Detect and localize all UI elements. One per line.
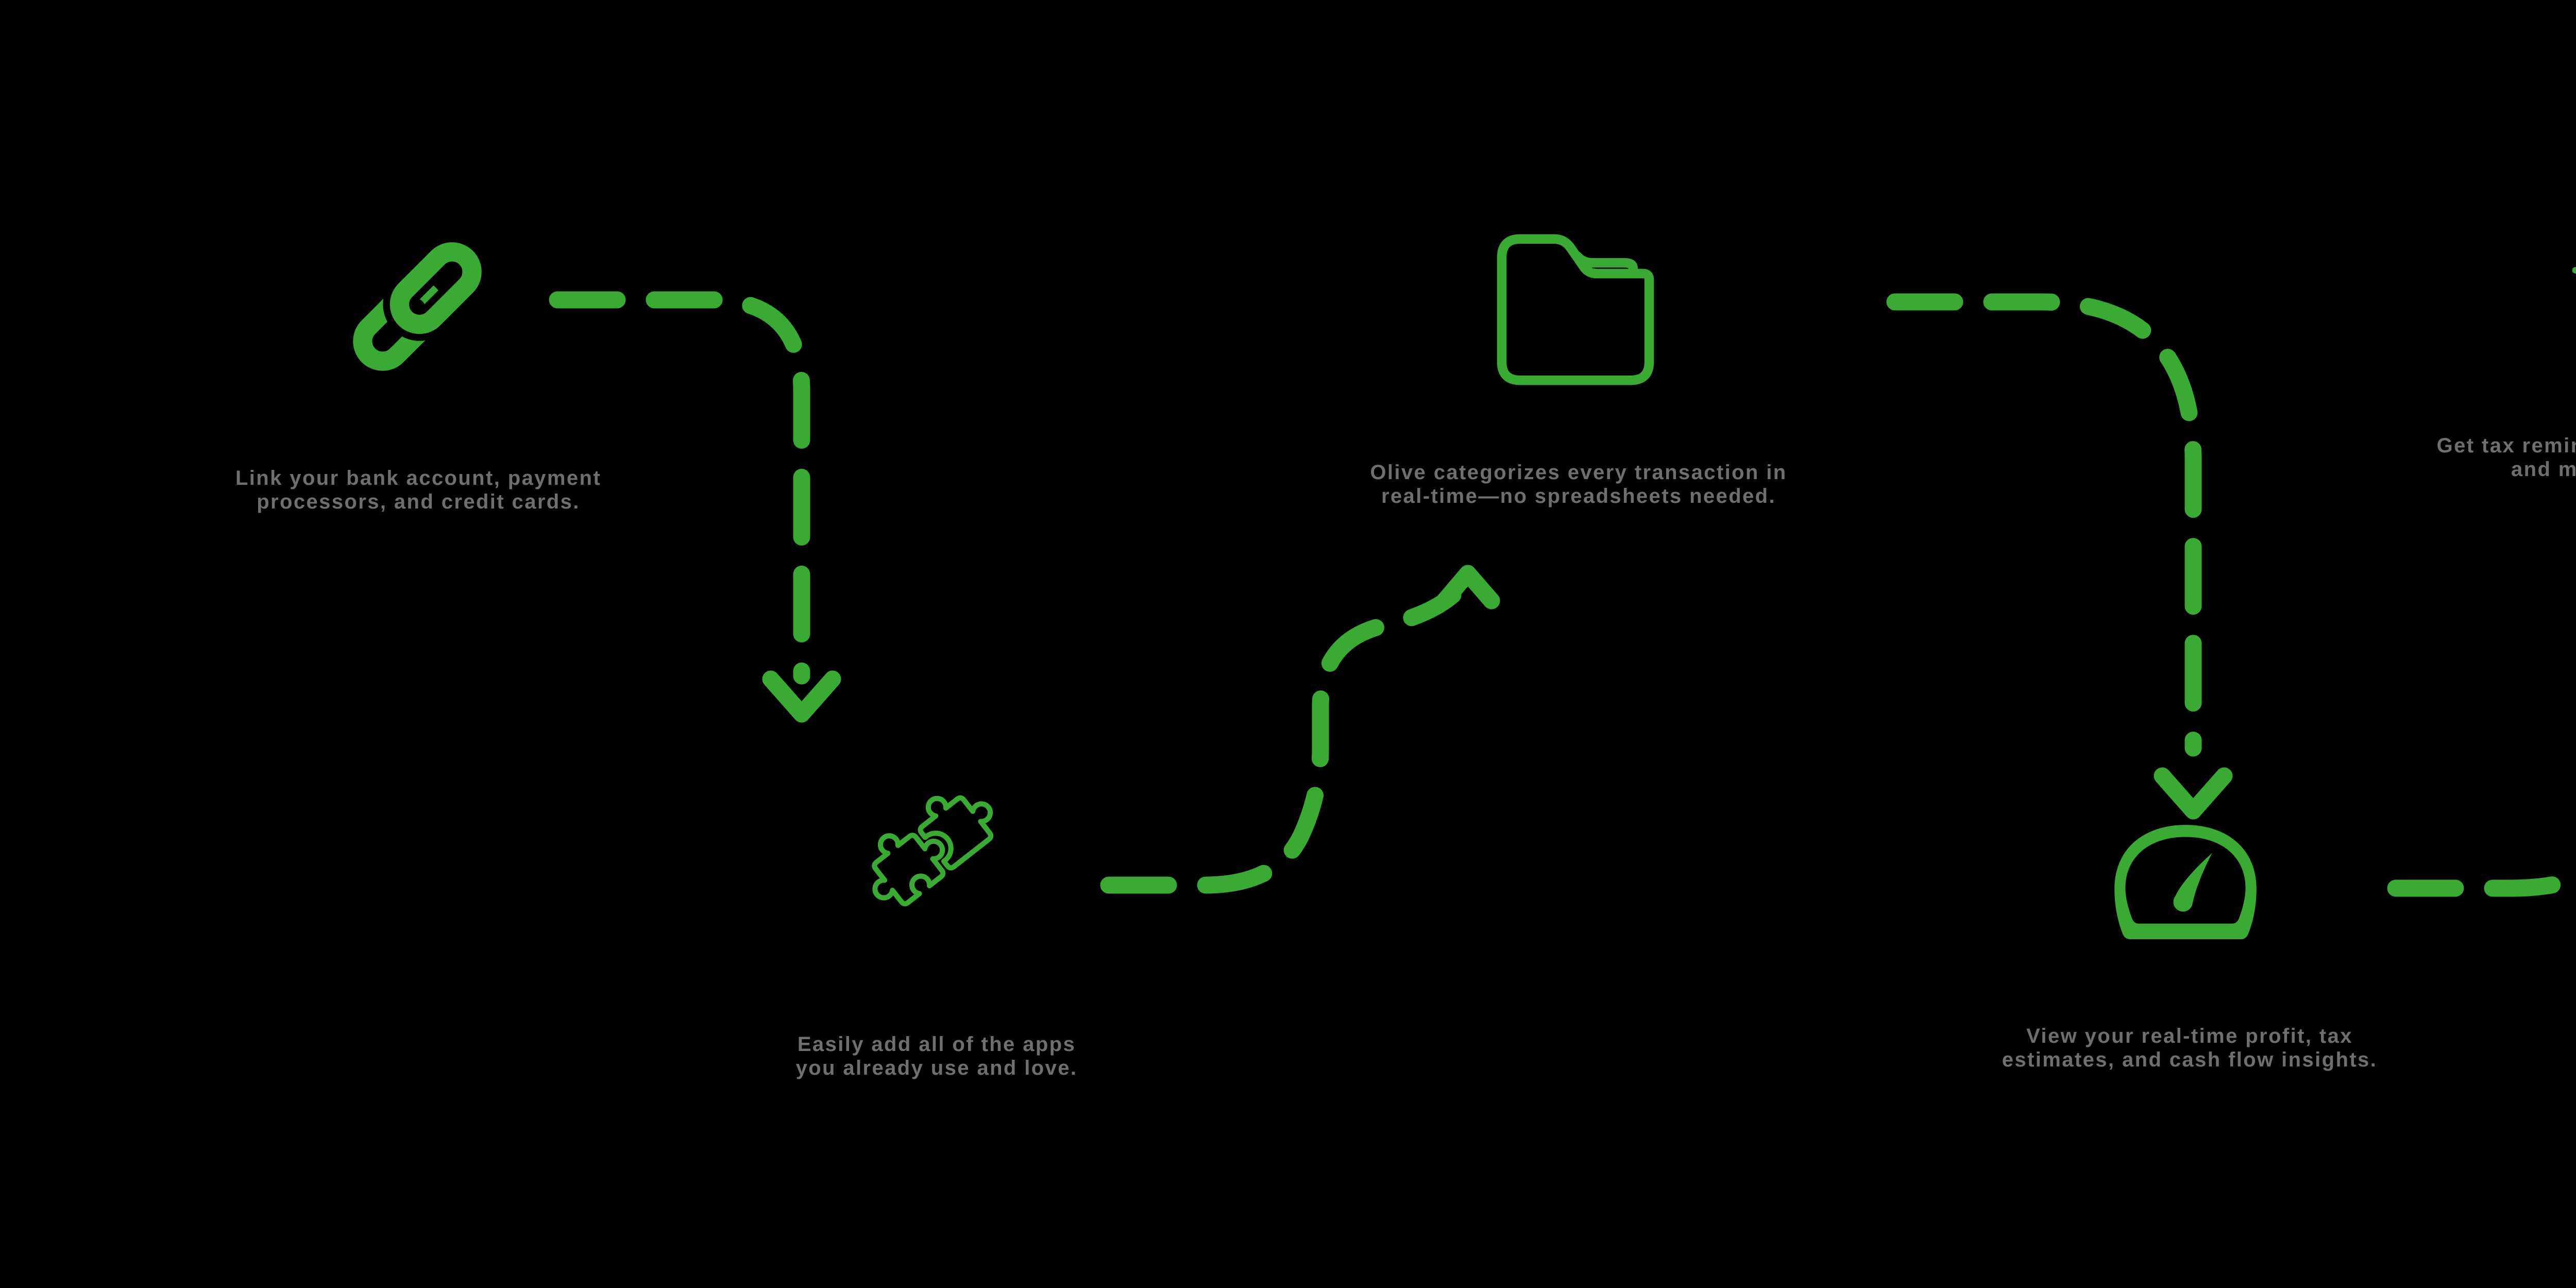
flow-arrow-3	[1886, 293, 2233, 820]
puzzle-pieces-icon	[872, 795, 994, 907]
folder-icon	[1497, 234, 1654, 385]
folder-outline	[1497, 234, 1654, 385]
caption-line: Get tax reminders, CPA-ready reports,	[2436, 434, 2576, 457]
caption-tax-reminders: Get tax reminders, CPA-ready reports, an…	[2311, 434, 2576, 481]
caption-line: estimates, and cash flow insights.	[2002, 1048, 2378, 1071]
caption-line: real-time—no spreadsheets needed.	[1381, 485, 1776, 507]
chain-link-icon	[353, 235, 489, 371]
caption-line: Olive categorizes every transaction in	[1370, 461, 1787, 484]
dashed-path	[1100, 586, 1462, 894]
puzzle-piece-upper	[918, 795, 994, 871]
flow-arrow-2	[1100, 565, 1500, 894]
caption-line: Easily add all of the apps	[797, 1033, 1076, 1056]
arrow-up-icon	[1435, 565, 1500, 610]
folder-flap-line	[1572, 251, 1638, 276]
dashed-path	[2387, 870, 2576, 897]
gauge-dome	[2114, 825, 2257, 939]
caption-categorize-transactions: Olive categorizes every transaction in r…	[1244, 461, 1913, 508]
caption-link-accounts: Link your bank account, payment processo…	[83, 466, 753, 514]
caption-line: View your real-time profit, tax	[2026, 1025, 2353, 1047]
puzzle-piece-lower	[872, 833, 946, 907]
gauge-needle	[2173, 853, 2212, 912]
caption-line: and monthly summaries.	[2511, 458, 2576, 481]
flow-arrow-1	[549, 291, 841, 723]
caption-add-apps: Easily add all of the apps you already u…	[602, 1032, 1272, 1080]
arrow-down-icon	[2154, 767, 2233, 820]
caption-line: you already use and love.	[795, 1057, 1078, 1079]
caption-line: Link your bank account, payment	[235, 467, 602, 489]
arrow-down-icon	[762, 670, 841, 723]
lightbulb-icon	[2572, 267, 2576, 274]
dashed-path	[1886, 293, 2202, 757]
caption-view-insights: View your real-time profit, tax estimate…	[1855, 1024, 2524, 1072]
gauge-icon	[2114, 825, 2257, 939]
dashed-path	[549, 291, 810, 685]
caption-line: processors, and credit cards.	[257, 490, 580, 513]
flow-arrow-4	[2387, 870, 2576, 897]
